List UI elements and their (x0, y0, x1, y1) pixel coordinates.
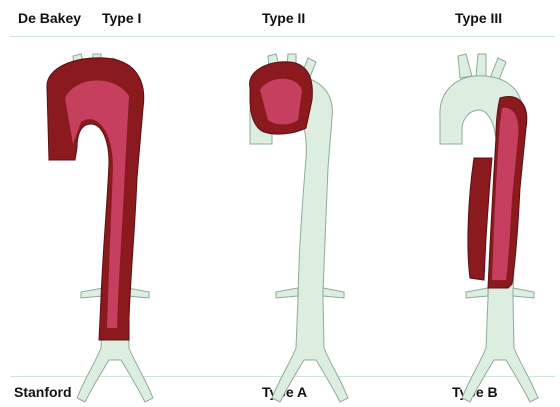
type-2-aorta (250, 54, 348, 402)
type-1-aorta (47, 54, 153, 402)
type-3-aorta (440, 54, 538, 402)
